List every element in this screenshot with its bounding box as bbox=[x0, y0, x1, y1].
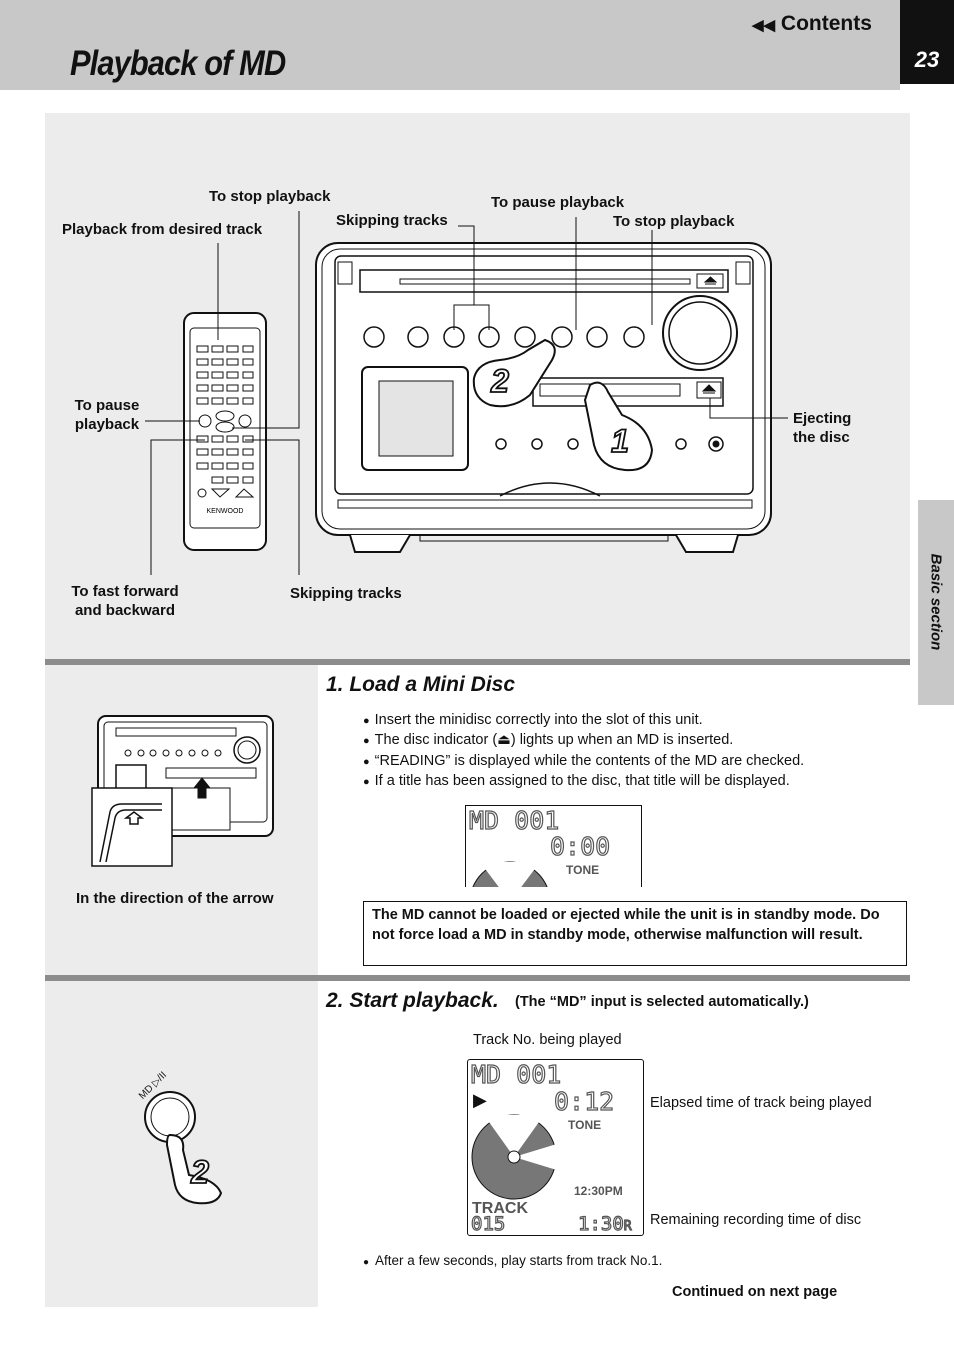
list-item: Insert the minidisc correctly into the s… bbox=[363, 711, 804, 731]
step1-heading: 1. Load a Mini Disc bbox=[326, 673, 516, 696]
rewind-icon: ◀◀ bbox=[752, 17, 776, 34]
leader-lines bbox=[145, 211, 788, 575]
contents-link[interactable]: ◀◀ Contents bbox=[752, 12, 872, 35]
label-elapsed-time: Elapsed time of track being played bbox=[650, 1095, 872, 1111]
remote-control: KENWOOD bbox=[183, 312, 267, 551]
md-play-button-illustration: 2 bbox=[144, 1091, 223, 1205]
callout-ejecting-disc: Ejecting the disc bbox=[793, 410, 852, 446]
disc-icon bbox=[472, 861, 548, 887]
lcd-display-reading: MD 001 0:00 TONE bbox=[465, 805, 642, 887]
lcd-time: 0:00 bbox=[549, 831, 611, 861]
standby-warning-note: The MD cannot be loaded or ejected while… bbox=[363, 901, 907, 966]
callout-pause-playback-top: To pause playback bbox=[491, 194, 625, 211]
step-mark-1: 1 bbox=[611, 423, 629, 459]
lcd-elapsed-time: 0:12 bbox=[553, 1086, 615, 1116]
lcd-line1: MD 001 bbox=[468, 806, 560, 836]
callout-skipping-tracks-top: Skipping tracks bbox=[336, 212, 448, 229]
step-mark-2: 2 bbox=[490, 363, 509, 399]
section-divider-2 bbox=[45, 975, 910, 981]
callout-skipping-tracks-bottom: Skipping tracks bbox=[290, 585, 402, 602]
step1-bullets: Insert the minidisc correctly into the s… bbox=[363, 711, 805, 792]
lcd-track-number: 015 bbox=[470, 1212, 506, 1235]
load-disc-illustration bbox=[91, 715, 274, 867]
step2-bullet: ●After a few seconds, play starts from t… bbox=[363, 1253, 663, 1268]
caption-direction-arrow: In the direction of the arrow bbox=[76, 890, 274, 907]
step-mark-2b: 2 bbox=[190, 1154, 209, 1190]
step2-subheading: (The “MD” input is selected automaticall… bbox=[515, 994, 809, 1010]
page-title: Playback of MD bbox=[70, 44, 286, 83]
callout-pause-playback-remote: To pause playback bbox=[74, 397, 140, 433]
callout-playback-from-desired-track: Playback from desired track bbox=[62, 221, 263, 238]
callout-stop-playback-remote: To stop playback bbox=[209, 188, 331, 205]
side-tab: Basic section bbox=[918, 500, 954, 705]
callout-fast-forward-backward: To fast forward and backward bbox=[71, 583, 179, 619]
lcd-track-word: TRACK bbox=[472, 1200, 528, 1217]
lcd-tone: TONE bbox=[568, 1118, 602, 1132]
lcd-display-playing: MD 001 ▶ 0:12 TONE 12:30PM TRACK 015 1:3… bbox=[467, 1059, 644, 1236]
lcd-clock: 12:30PM bbox=[574, 1184, 623, 1198]
list-item: “READING” is displayed while the content… bbox=[363, 752, 805, 772]
step2-heading: 2. Start playback. bbox=[326, 989, 499, 1012]
page-number: 23 bbox=[900, 0, 954, 84]
list-item: If a title has been assigned to the disc… bbox=[363, 772, 804, 792]
disc-icon bbox=[471, 1114, 560, 1200]
hand-pointer-icon bbox=[472, 338, 654, 472]
remote-brand: KENWOOD bbox=[207, 508, 244, 515]
list-item: The disc indicator (⏏) lights up when an… bbox=[363, 731, 804, 751]
md-unit bbox=[315, 242, 772, 553]
lcd-line1: MD 001 bbox=[470, 1060, 562, 1090]
label-remaining-time: Remaining recording time of disc bbox=[650, 1212, 862, 1228]
lcd-tone: TONE bbox=[566, 863, 600, 877]
continued-note: Continued on next page bbox=[672, 1284, 838, 1300]
header-bar bbox=[0, 0, 900, 90]
lcd-remaining: 1:30R bbox=[577, 1212, 632, 1235]
unit-and-remote-diagram: KENWOOD 2 1 bbox=[145, 211, 788, 575]
section-divider-1 bbox=[45, 659, 910, 665]
play-icon: ▶ bbox=[473, 1090, 487, 1110]
callout-stop-playback-unit: To stop playback bbox=[613, 213, 735, 230]
label-track-no: Track No. being played bbox=[473, 1032, 622, 1048]
